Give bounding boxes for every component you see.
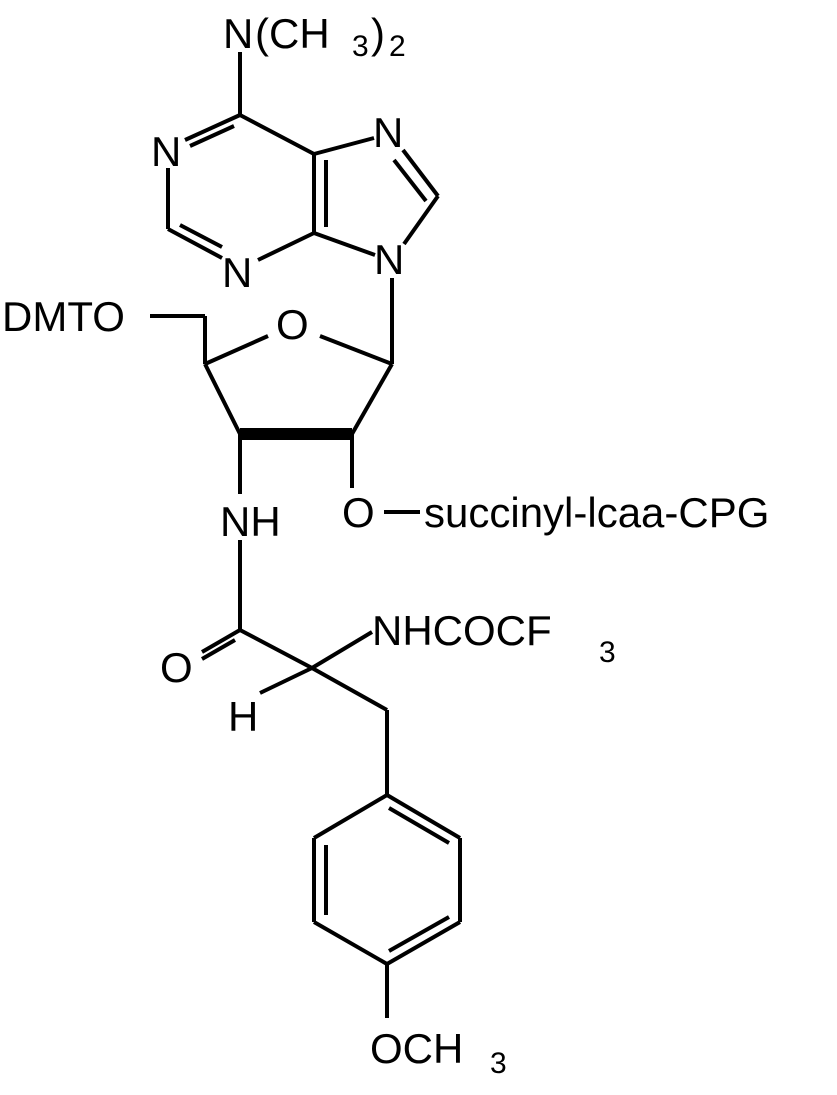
bond-ring-1 xyxy=(385,793,462,840)
bond-c6-c5 xyxy=(239,113,315,156)
bond-c8-n9 xyxy=(402,194,440,246)
bond-o4p-c4p xyxy=(204,334,269,366)
bond-c5-n7 xyxy=(313,136,375,156)
label-och-sub3: 3 xyxy=(490,1047,507,1080)
bonds xyxy=(150,52,462,1018)
label-amine-close: ) xyxy=(371,10,385,57)
label-purine-n7: N xyxy=(373,109,403,156)
bond-n7-c8 xyxy=(401,148,440,198)
label-amine-ch: (CH xyxy=(255,10,330,57)
label-dmto: DMTO xyxy=(2,293,125,340)
label-succinyl: succinyl-lcaa-CPG xyxy=(424,489,769,536)
bond-carbonyl-o-double xyxy=(201,638,236,661)
bond-c4p-c3p xyxy=(203,363,242,435)
bond-carbonyl-alpha xyxy=(239,628,313,670)
bond-alpha-h xyxy=(259,666,313,695)
bond-ring-4 xyxy=(313,920,388,966)
label-och: OCH xyxy=(370,1025,463,1072)
bond-carbonyl-o xyxy=(200,628,242,654)
atom-labels: N (CH 3 ) 2 N N N N DMTO O NH O succinyl… xyxy=(2,10,769,1080)
bond-ring-3 xyxy=(386,920,461,966)
label-purine-n1: N xyxy=(151,128,181,175)
label-nh: NH xyxy=(220,498,281,545)
label-amine-n: N xyxy=(223,10,253,57)
bond-c6-n1-double xyxy=(189,124,235,148)
bond-alpha-nhcocf3 xyxy=(310,630,374,670)
label-amine-sub2: 2 xyxy=(389,30,406,63)
bond-n3-c4 xyxy=(257,231,315,262)
bond-ring-3-double xyxy=(388,915,450,953)
label-nhcocf: NHCOCF xyxy=(372,607,552,654)
bond-c1p-o4p xyxy=(319,334,393,366)
bond-c2-n3 xyxy=(167,227,223,260)
bond-ring-1-double xyxy=(387,806,451,845)
label-amine-sub3: 3 xyxy=(352,30,369,63)
label-cf-sub3: 3 xyxy=(599,636,616,669)
bond-c6-n1 xyxy=(184,113,241,142)
bond-ring-6 xyxy=(312,793,389,840)
bond-c2-n3-double xyxy=(179,223,223,249)
label-purine-n9: N xyxy=(374,236,404,283)
label-ring-o: O xyxy=(276,301,309,348)
bond-n9-c4 xyxy=(313,231,376,257)
label-alpha-h: H xyxy=(228,693,258,740)
bond-alpha-ch2 xyxy=(311,666,388,712)
label-o-succinyl: O xyxy=(342,489,375,536)
bond-c2p-c1p xyxy=(350,363,394,435)
label-carbonyl-o: O xyxy=(160,644,193,691)
label-purine-n3: N xyxy=(222,249,252,296)
bond-n7-c8-double xyxy=(392,158,428,203)
